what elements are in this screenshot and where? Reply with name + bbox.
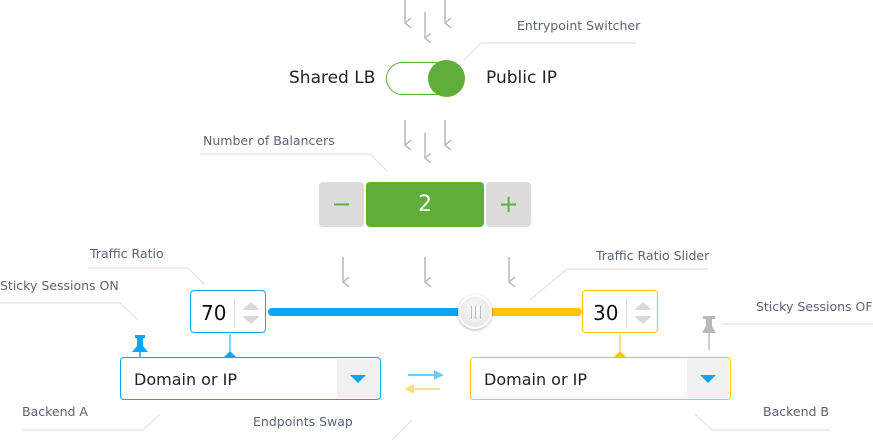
flow-arrows bbox=[343, 0, 509, 282]
swap-icon bbox=[404, 370, 444, 394]
ratio-value-b: 30 bbox=[593, 301, 619, 325]
spin-up-icon[interactable] bbox=[634, 302, 652, 310]
ratio-input-a[interactable]: 70 bbox=[190, 290, 266, 333]
backend-a-placeholder: Domain or IP bbox=[134, 370, 237, 389]
spin-down-icon[interactable] bbox=[242, 316, 260, 324]
annotation-traffic-ratio-slider: Traffic Ratio Slider bbox=[596, 248, 710, 263]
connector-diamond-a bbox=[224, 351, 236, 357]
toggle-left-label: Shared LB bbox=[289, 68, 376, 88]
annotation-sticky-off: Sticky Sessions OFF bbox=[756, 299, 873, 314]
annotation-traffic-ratio: Traffic Ratio bbox=[90, 246, 164, 261]
ratio-input-b[interactable]: 30 bbox=[582, 290, 658, 333]
grip-icon bbox=[471, 306, 481, 319]
annotation-backend-b: Backend B bbox=[763, 404, 829, 419]
annotation-entrypoint-switcher: Entrypoint Switcher bbox=[517, 18, 641, 33]
annotation-leaders bbox=[0, 42, 873, 441]
spin-up-icon[interactable] bbox=[242, 302, 260, 310]
ratio-value-a: 70 bbox=[201, 301, 227, 325]
dropdown-button[interactable] bbox=[337, 359, 379, 398]
spin-down-icon[interactable] bbox=[634, 316, 652, 324]
annotation-sticky-on: Sticky Sessions ON bbox=[0, 278, 119, 293]
backend-b-placeholder: Domain or IP bbox=[484, 370, 587, 389]
toggle-knob[interactable] bbox=[428, 60, 465, 97]
backend-b-select[interactable]: Domain or IP bbox=[470, 357, 731, 400]
connector-diamond-b bbox=[614, 351, 626, 357]
dropdown-button[interactable] bbox=[687, 359, 729, 398]
caret-down-icon bbox=[350, 375, 366, 383]
balancer-count[interactable]: 2 bbox=[366, 182, 484, 227]
annotation-backend-a: Backend A bbox=[22, 404, 88, 419]
annotation-endpoints-swap: Endpoints Swap bbox=[253, 414, 353, 429]
pin-gray-icon bbox=[702, 316, 716, 350]
annotation-number-of-balancers: Number of Balancers bbox=[203, 133, 335, 148]
toggle-right-label: Public IP bbox=[486, 68, 557, 88]
entrypoint-toggle[interactable] bbox=[386, 60, 465, 97]
decrement-button[interactable]: − bbox=[319, 182, 364, 227]
caret-down-icon bbox=[700, 375, 716, 383]
backend-a-select[interactable]: Domain or IP bbox=[120, 357, 381, 400]
pin-blue-icon bbox=[132, 335, 148, 357]
slider-handle[interactable] bbox=[458, 295, 492, 329]
increment-button[interactable]: + bbox=[486, 182, 531, 227]
